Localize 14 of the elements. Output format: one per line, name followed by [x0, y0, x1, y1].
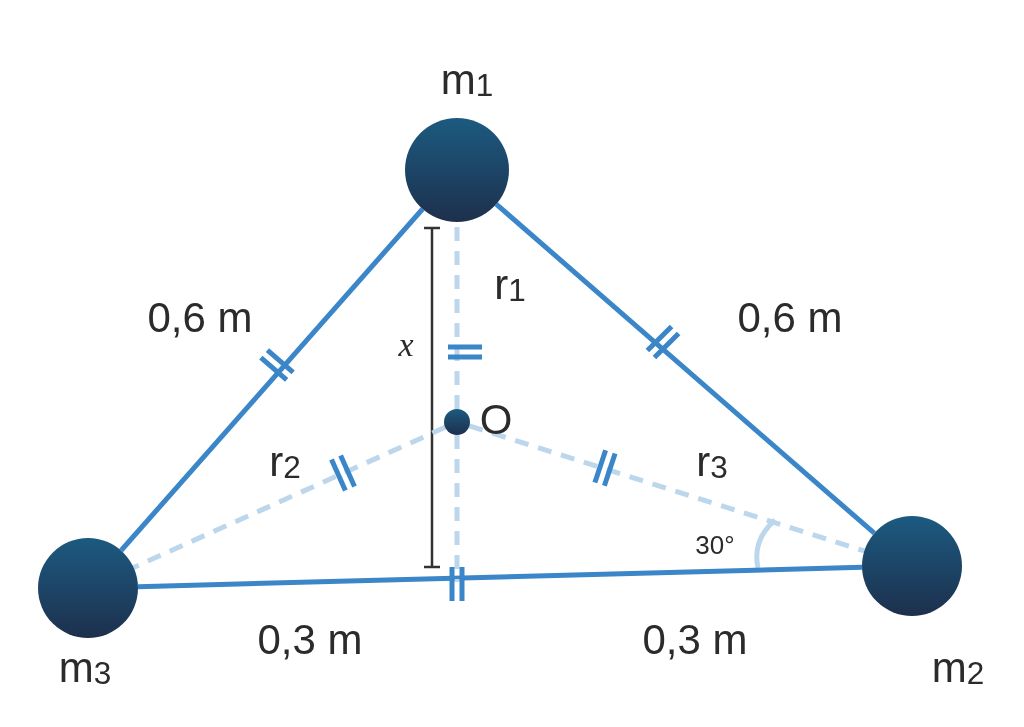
dimension-label: 0,3 m — [257, 619, 363, 661]
center-point — [444, 409, 470, 435]
dimension-label: 30° — [695, 532, 735, 558]
dimension-label: 0,3 m — [642, 619, 748, 661]
dashed-line — [468, 423, 866, 554]
line — [494, 202, 876, 536]
dimension-label: 0,6 m — [737, 297, 843, 339]
dimension-label: x — [398, 328, 414, 362]
line — [119, 207, 425, 553]
dashed-line — [132, 425, 447, 570]
mass-label: O — [479, 399, 513, 441]
dashed-line — [454, 435, 460, 582]
line — [137, 564, 863, 590]
dimension-label: 0,6 m — [147, 297, 253, 339]
